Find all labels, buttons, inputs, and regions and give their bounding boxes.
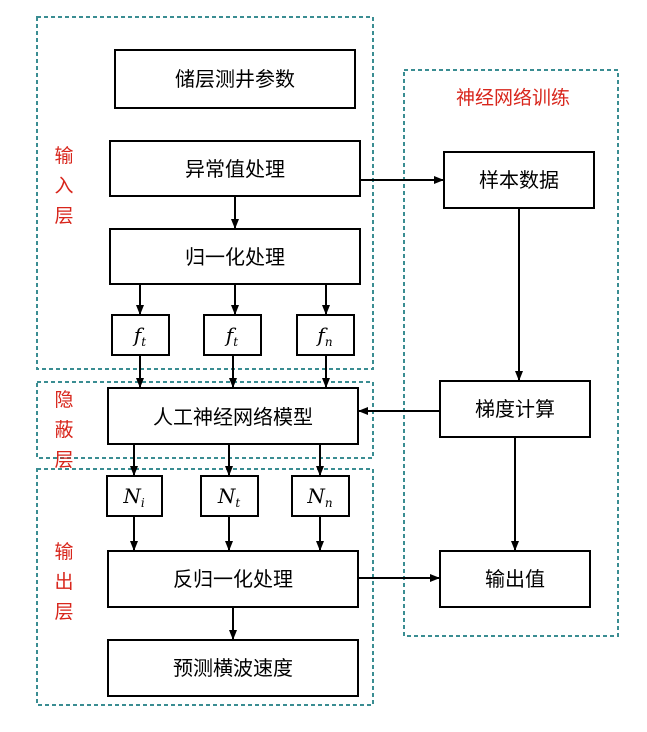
output-value-box: 输出值 (439, 550, 591, 608)
training-region-label: 神经网络训练 (456, 87, 570, 109)
sample-data-text: 样本数据 (479, 168, 559, 192)
normalization-text: 归一化处理 (185, 245, 285, 269)
feature-box-3: fn (296, 314, 355, 356)
hidden-layer-region (36, 381, 374, 459)
feature-box-2: ft (203, 314, 262, 356)
output-layer-label: 输出层 (54, 541, 73, 623)
neuron-label-3: Nn (306, 484, 332, 510)
gradient-calc-text: 梯度计算 (475, 397, 555, 421)
output-value-text: 输出值 (485, 567, 545, 591)
gradient-calc-box: 梯度计算 (439, 380, 591, 438)
ann-model-text: 人工神经网络模型 (153, 405, 313, 429)
ann-model-box: 人工神经网络模型 (107, 387, 359, 445)
input-layer-label: 输入层 (54, 145, 73, 227)
predicted-velocity-text: 预测横波速度 (173, 656, 293, 680)
neuron-box-3: Nn (291, 475, 350, 517)
neuron-label-2: Nt (217, 484, 241, 510)
training-region (403, 69, 619, 637)
denormalization-box: 反归一化处理 (107, 550, 359, 608)
neuron-box-1: Ni (106, 475, 163, 517)
neuron-label-1: Ni (122, 484, 145, 510)
sample-data-box: 样本数据 (443, 151, 595, 209)
predicted-velocity-box: 预测横波速度 (107, 639, 359, 697)
output-layer-region (36, 468, 374, 706)
neuron-box-2: Nt (200, 475, 259, 517)
normalization-box: 归一化处理 (109, 228, 361, 285)
denormalization-text: 反归一化处理 (173, 567, 293, 591)
outlier-processing-box: 异常值处理 (109, 140, 361, 197)
hidden-layer-label: 隐蔽层 (54, 389, 73, 471)
logging-params-text: 储层测井参数 (175, 67, 295, 91)
outlier-processing-text: 异常值处理 (185, 157, 285, 181)
logging-params-box: 储层测井参数 (114, 49, 356, 109)
feature-box-1: ft (111, 314, 170, 356)
input-layer-region (36, 16, 374, 370)
